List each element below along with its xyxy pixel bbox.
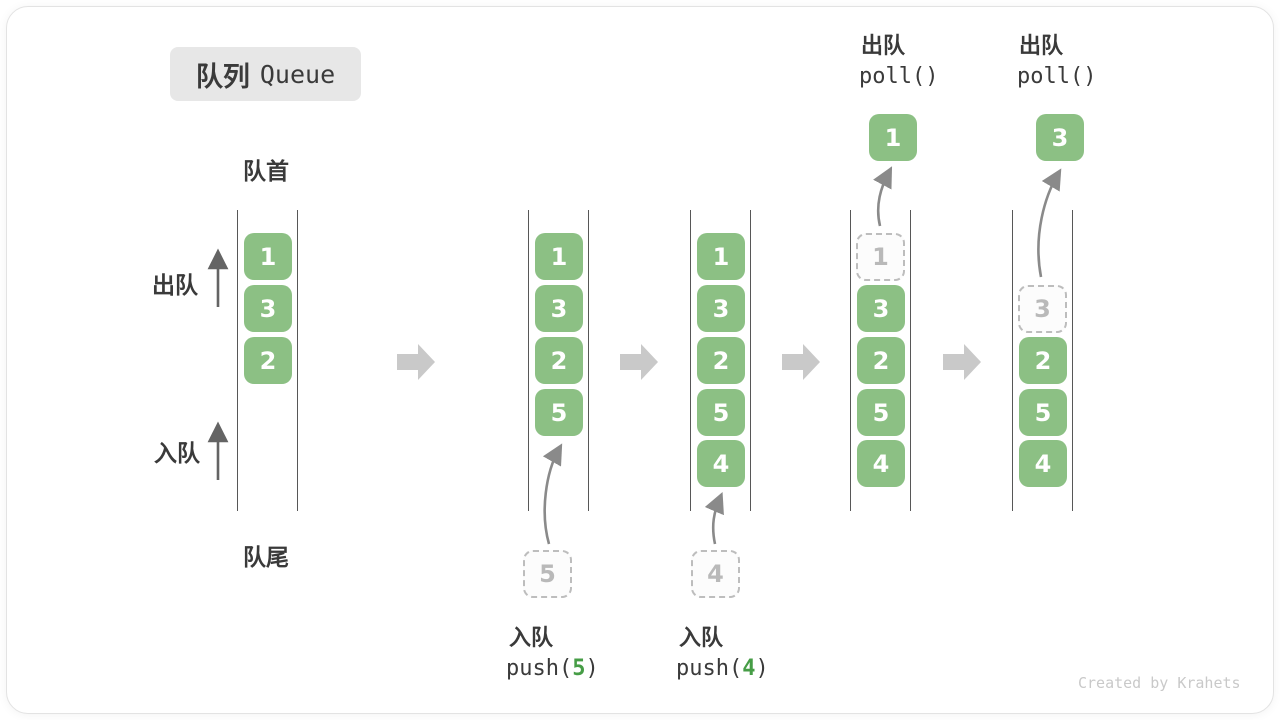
queue-cell: 2	[535, 337, 583, 384]
push-code-label: push(4)	[676, 656, 769, 681]
queue-cell: 2	[857, 337, 905, 384]
queue-cell: 5	[697, 389, 745, 436]
flow-arrow-icon	[620, 344, 658, 380]
queue-cell: 4	[857, 440, 905, 487]
queue-front-label: 队首	[243, 159, 289, 185]
queue-state-2: 1 3 2 5	[528, 210, 589, 511]
watermark: Created by Krahets	[1078, 674, 1241, 692]
flow-arrow-icon	[943, 344, 981, 380]
title-badge: 队列 Queue	[170, 47, 361, 101]
push-code-pre: push(	[506, 656, 573, 681]
queue-cell: 5	[535, 389, 583, 436]
enqueue-side-label: 入队	[154, 441, 200, 467]
removed-element-placeholder: 3	[1018, 285, 1067, 333]
incoming-element-box: 4	[691, 550, 740, 598]
flow-arrow-icon	[782, 344, 820, 380]
push-code-label: push(5)	[506, 656, 599, 681]
dequeue-op-label: 出队	[1019, 34, 1064, 59]
queue-state-3: 1 3 2 5 4	[690, 210, 751, 511]
queue-cell: 1	[535, 233, 583, 280]
enqueue-op-label: 入队	[509, 626, 554, 651]
dequeue-op-label: 出队	[861, 34, 906, 59]
dequeue-side-label: 出队	[152, 273, 198, 299]
queue-cell: 5	[1019, 389, 1067, 436]
queue-cell: 5	[857, 389, 905, 436]
queue-cell: 3	[535, 285, 583, 332]
push-code-pre: push(	[676, 656, 743, 681]
push-arg: 5	[572, 656, 586, 681]
queue-cell: 4	[1019, 440, 1067, 487]
dequeued-element-box: 3	[1036, 114, 1084, 161]
queue-cell: 1	[697, 233, 745, 280]
dequeued-element-box: 1	[869, 114, 917, 161]
poll-code-label: poll()	[1017, 64, 1097, 89]
queue-state-1: 1 3 2	[237, 210, 298, 511]
queue-cell: 2	[244, 337, 292, 384]
removed-element-placeholder: 1	[856, 233, 905, 281]
queue-cell: 2	[1019, 337, 1067, 384]
queue-cell: 3	[697, 285, 745, 332]
push-arg: 4	[742, 656, 756, 681]
queue-state-5: 3 2 5 4	[1012, 210, 1073, 511]
title-zh: 队列	[195, 61, 250, 93]
flow-arrow-icon	[397, 344, 435, 380]
push-code-post: )	[585, 656, 599, 681]
queue-cell: 1	[244, 233, 292, 280]
queue-cell: 3	[244, 285, 292, 332]
title-en: Queue	[259, 59, 336, 89]
push-code-post: )	[755, 656, 769, 681]
enqueue-op-label: 入队	[679, 626, 724, 651]
queue-cell: 2	[697, 337, 745, 384]
queue-cell: 4	[697, 440, 745, 487]
queue-state-4: 1 3 2 5 4	[850, 210, 911, 511]
poll-code-label: poll()	[859, 64, 939, 89]
queue-cell: 3	[857, 285, 905, 332]
incoming-element-box: 5	[523, 550, 572, 598]
queue-rear-label: 队尾	[243, 545, 289, 571]
